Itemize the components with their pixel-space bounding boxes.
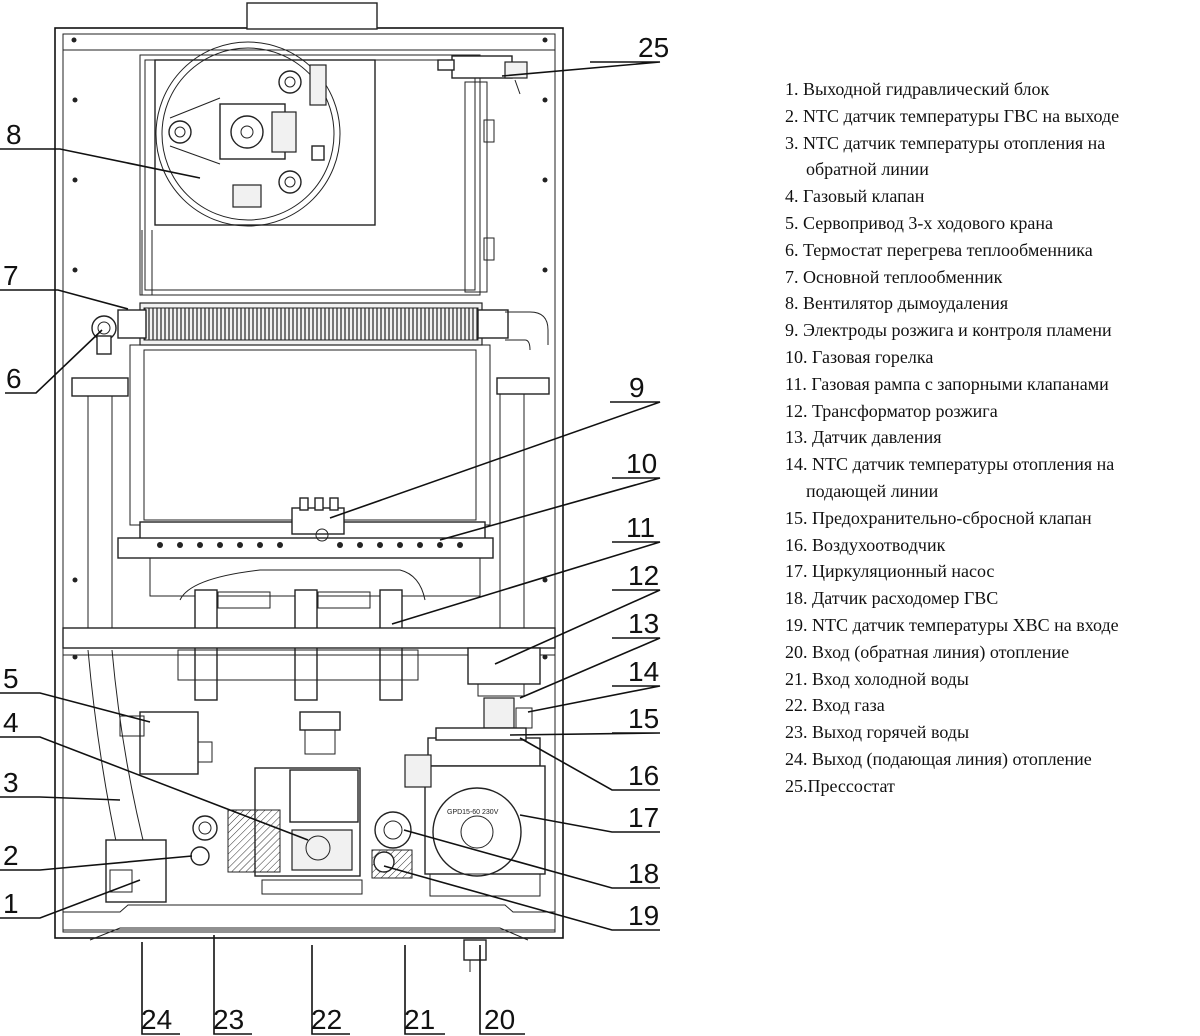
callout-8: 8 [6,119,22,150]
legend-item-1: 1. Выходной гидравлический блок [785,79,1050,99]
callout-24: 24 [141,1004,172,1035]
callout-7: 7 [3,260,19,291]
overheat-thermostat [91,315,117,355]
legend-item-10: 10. Газовая горелка [785,346,934,367]
legend-item-22: 22. Вход газа [785,695,885,716]
boiler-casing [54,2,564,941]
callout-11: 11 [626,512,655,543]
callout-13: 13 [628,608,659,639]
parts-legend: 1. Выходной гидравлический блок 2. NTC д… [785,76,1197,800]
callout-14: 14 [628,656,659,687]
legend-item-15: 15. Предохранительно-сбросной клапан [785,507,1092,528]
callout-19: 19 [628,900,659,931]
callout-23: 23 [213,1004,244,1035]
callout-18: 18 [628,858,659,889]
mid-frame [62,627,556,656]
callout-17: 17 [628,802,659,833]
callout-15: 15 [628,703,659,734]
legend-item-3-cont: обратной линии [806,159,929,180]
legend-item-17: 17. Циркуляционный насос [785,561,995,582]
callout-21: 21 [404,1004,435,1035]
side-pipes [71,377,550,861]
legend-item-2: 2. NTC датчик температуры ГВС на выходе [785,105,1120,126]
three-way-servo [119,711,213,775]
callout-5: 5 [3,663,19,694]
legend-item-23: 23. Выход горячей воды [785,722,970,743]
callout-1: 1 [3,888,19,919]
bottom-connectors [463,939,487,972]
legend-item-8: 8. Вентилятор дымоудаления [785,293,1009,314]
legend-item-21: 21. Вход холодной воды [785,668,969,689]
legend-item-9: 9. Электроды розжига и контроля пламени [785,320,1112,341]
callout-numbers: 1 2 3 4 5 6 7 8 9 10 11 12 13 14 15 16 1… [3,32,669,1035]
boiler-diagram: GPD15-60 230V [0,2,669,1035]
callout-16: 16 [628,760,659,791]
callout-3: 3 [3,767,19,798]
legend-item-16: 16. Воздухоотводчик [785,534,946,555]
legend-item-3-text: 3. NTC датчик температуры отопления на [785,132,1106,153]
legend-item-7: 7. Основной теплообменник [785,266,1003,287]
pump-model-label: GPD15-60 230V [447,809,499,816]
callout-22: 22 [311,1004,342,1035]
legend-item-19: 19. NTC датчик температуры ХВС на входе [785,614,1119,635]
circulation-pump: GPD15-60 230V [404,737,546,897]
legend-item-18: 18. Датчик расходомер ГВС [785,588,999,609]
callout-6: 6 [6,363,22,394]
heat-exchanger [117,302,549,526]
gas-valve [227,711,363,895]
hydraulic-block [105,815,218,903]
legend-item-25: 25.Прессостат [785,775,895,796]
callout-4: 4 [3,707,19,738]
legend-item-5: 5. Сервопривод 3-х ходового крана [785,212,1053,233]
dhw-flow-sensor [371,811,413,879]
leader-lines [0,61,661,1035]
callout-12: 12 [628,560,659,591]
legend-item-24: 24. Выход (подающая линия) отопление [785,748,1092,769]
callout-9: 9 [629,372,645,403]
fan-assembly [155,41,341,227]
callout-10: 10 [626,448,657,479]
legend-item-13: 13. Датчик давления [785,427,942,448]
pump-top-fittings [435,697,533,741]
legend-item-14-cont: подающей линии [806,480,939,501]
ignition-transformer [467,647,541,697]
legend-item-4: 4. Газовый клапан [785,186,925,207]
callout-25: 25 [638,32,669,63]
legend-item-12: 12. Трансформатор розжига [785,400,998,421]
callout-20: 20 [484,1004,515,1035]
ignition-electrodes [291,497,345,542]
legend-item-14-text: 14. NTC датчик температуры отопления на [785,454,1115,475]
pressure-switch [437,55,528,95]
legend-item-14: 14. NTC датчик температуры отопления на … [785,451,1197,505]
legend-item-20: 20. Вход (обратная линия) отопление [785,641,1070,662]
callout-2: 2 [3,840,19,871]
legend-item-3: 3. NTC датчик температуры отопления на о… [785,130,1197,184]
legend-item-6: 6. Термостат перегрева теплообменника [785,239,1093,260]
legend-item-11: 11. Газовая рампа с запорными клапанами [785,373,1109,394]
